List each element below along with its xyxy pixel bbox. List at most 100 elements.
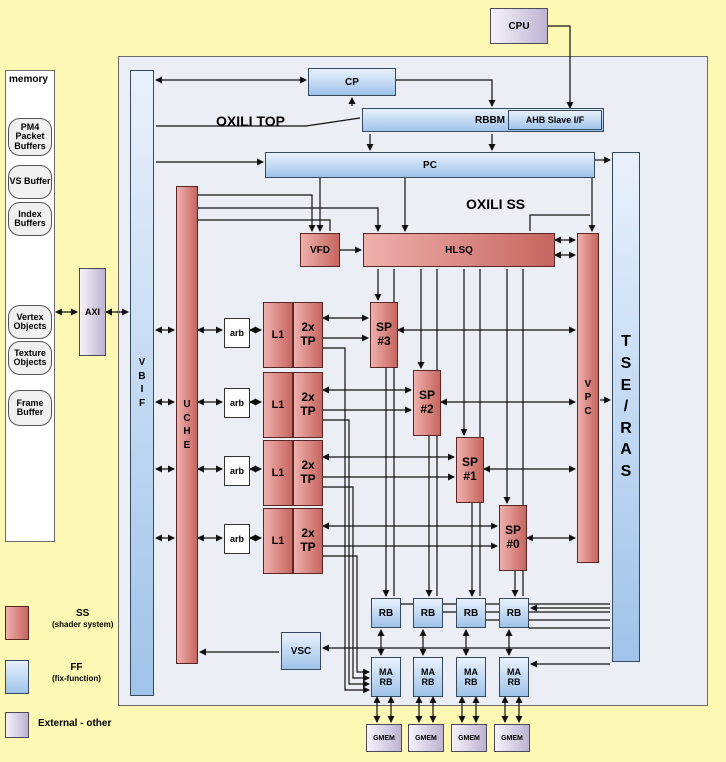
- sp-block: SP#2: [413, 370, 441, 436]
- sp-label-line: #3: [377, 334, 391, 348]
- memory-item: Index Buffers: [8, 202, 52, 236]
- gmem-label: GMEM: [458, 734, 480, 742]
- arb-label: arb: [229, 398, 244, 408]
- sp-label: SP#0: [504, 523, 521, 552]
- legend-subtitle: (fix-function): [52, 674, 101, 683]
- legend-label: SS(shader system): [52, 608, 113, 630]
- cp-block: CP: [308, 68, 396, 96]
- vsc-block: VSC: [281, 632, 321, 670]
- sp-label-line: SP: [375, 320, 392, 335]
- uche-letter: U: [183, 399, 191, 410]
- gmem-block: GMEM: [494, 724, 530, 752]
- pc-block: PC: [265, 152, 595, 178]
- oxili-top-title: OXILI TOP: [216, 113, 285, 129]
- tp-label-line: 2x: [301, 526, 315, 541]
- vbif-letter: V: [138, 357, 146, 368]
- l1-block: L1: [263, 372, 293, 438]
- ma-rb-label-line: RB: [464, 677, 478, 687]
- gmem-label: GMEM: [501, 734, 523, 742]
- sp-label-line: SP: [418, 388, 435, 403]
- rbbm-label: RBBM: [475, 114, 505, 126]
- sp-block: SP#1: [456, 437, 484, 503]
- vbif-letter: B: [138, 370, 146, 382]
- cpu-label: CPU: [508, 20, 530, 32]
- ma-rb-label-line: MA: [464, 666, 478, 677]
- vsc-label: VSC: [290, 645, 312, 657]
- gmem-block: GMEM: [408, 724, 444, 752]
- sp-label-line: #0: [506, 537, 520, 551]
- tse-ras-letter: S: [620, 355, 632, 373]
- sp-block: SP#0: [499, 505, 527, 571]
- sp-label-line: #1: [463, 469, 477, 483]
- l1-block: L1: [263, 508, 293, 574]
- legend-label: External - other: [38, 718, 111, 729]
- l1-block: L1: [263, 302, 293, 368]
- arb-block: arb: [224, 318, 250, 348]
- axi-block: AXI: [79, 268, 106, 356]
- ma-rb-label-line: RB: [507, 677, 521, 687]
- tp-label-line: TP: [300, 540, 316, 554]
- rb-label: RB: [420, 607, 436, 619]
- legend-title: FF: [70, 662, 83, 673]
- gmem-label: GMEM: [373, 734, 395, 742]
- arb-label: arb: [229, 534, 244, 544]
- tse-ras-letter: R: [620, 419, 632, 437]
- rb-label: RB: [463, 607, 479, 619]
- arb-label: arb: [229, 328, 244, 338]
- arb-label: arb: [229, 466, 244, 476]
- axi-label: AXI: [84, 307, 100, 317]
- sp-label: SP#2: [418, 388, 435, 417]
- sp-label-line: SP: [504, 523, 521, 538]
- gmem-block: GMEM: [451, 724, 487, 752]
- l1-label: L1: [271, 467, 285, 479]
- tp-label-line: TP: [300, 404, 316, 418]
- hlsq-block: HLSQ: [363, 233, 555, 267]
- sp-label-line: #2: [420, 402, 434, 416]
- memory-title: memory: [9, 74, 48, 85]
- ma-rb-label-line: MA: [507, 666, 521, 677]
- tse-ras-letter: /: [623, 398, 629, 416]
- cp-label: CP: [345, 76, 359, 88]
- rb-block: RB: [371, 598, 401, 628]
- arb-block: arb: [224, 456, 250, 486]
- sp-label: SP#3: [375, 320, 392, 349]
- vfd-block: VFD: [300, 233, 340, 267]
- legend-swatch: [5, 606, 29, 640]
- arb-block: arb: [224, 388, 250, 418]
- legend-label: FF(fix-function): [52, 662, 101, 684]
- uche-letter: C: [183, 412, 191, 424]
- vpc-letter: P: [584, 392, 592, 404]
- sp-label-line: SP: [461, 455, 478, 470]
- rb-label: RB: [506, 607, 522, 619]
- rb-block: RB: [499, 598, 529, 628]
- legend-subtitle: (shader system): [52, 620, 114, 629]
- memory-item: Frame Buffer: [8, 390, 52, 426]
- tp-label-line: 2x: [301, 320, 315, 335]
- l1-label: L1: [271, 535, 285, 547]
- tse-ras-letter: A: [620, 441, 632, 459]
- l1-label: L1: [271, 399, 285, 411]
- tp-label-line: 2x: [301, 390, 315, 405]
- cpu-block: CPU: [490, 8, 548, 44]
- sp-block: SP#3: [370, 302, 398, 368]
- legend-swatch: [5, 712, 29, 738]
- sp-label: SP#1: [461, 455, 478, 484]
- ahb-slave-block: AHB Slave I/F: [508, 110, 602, 130]
- memory-item: Vertex Objects: [8, 305, 52, 339]
- hlsq-label: HLSQ: [445, 244, 473, 256]
- rb-label: RB: [378, 607, 394, 619]
